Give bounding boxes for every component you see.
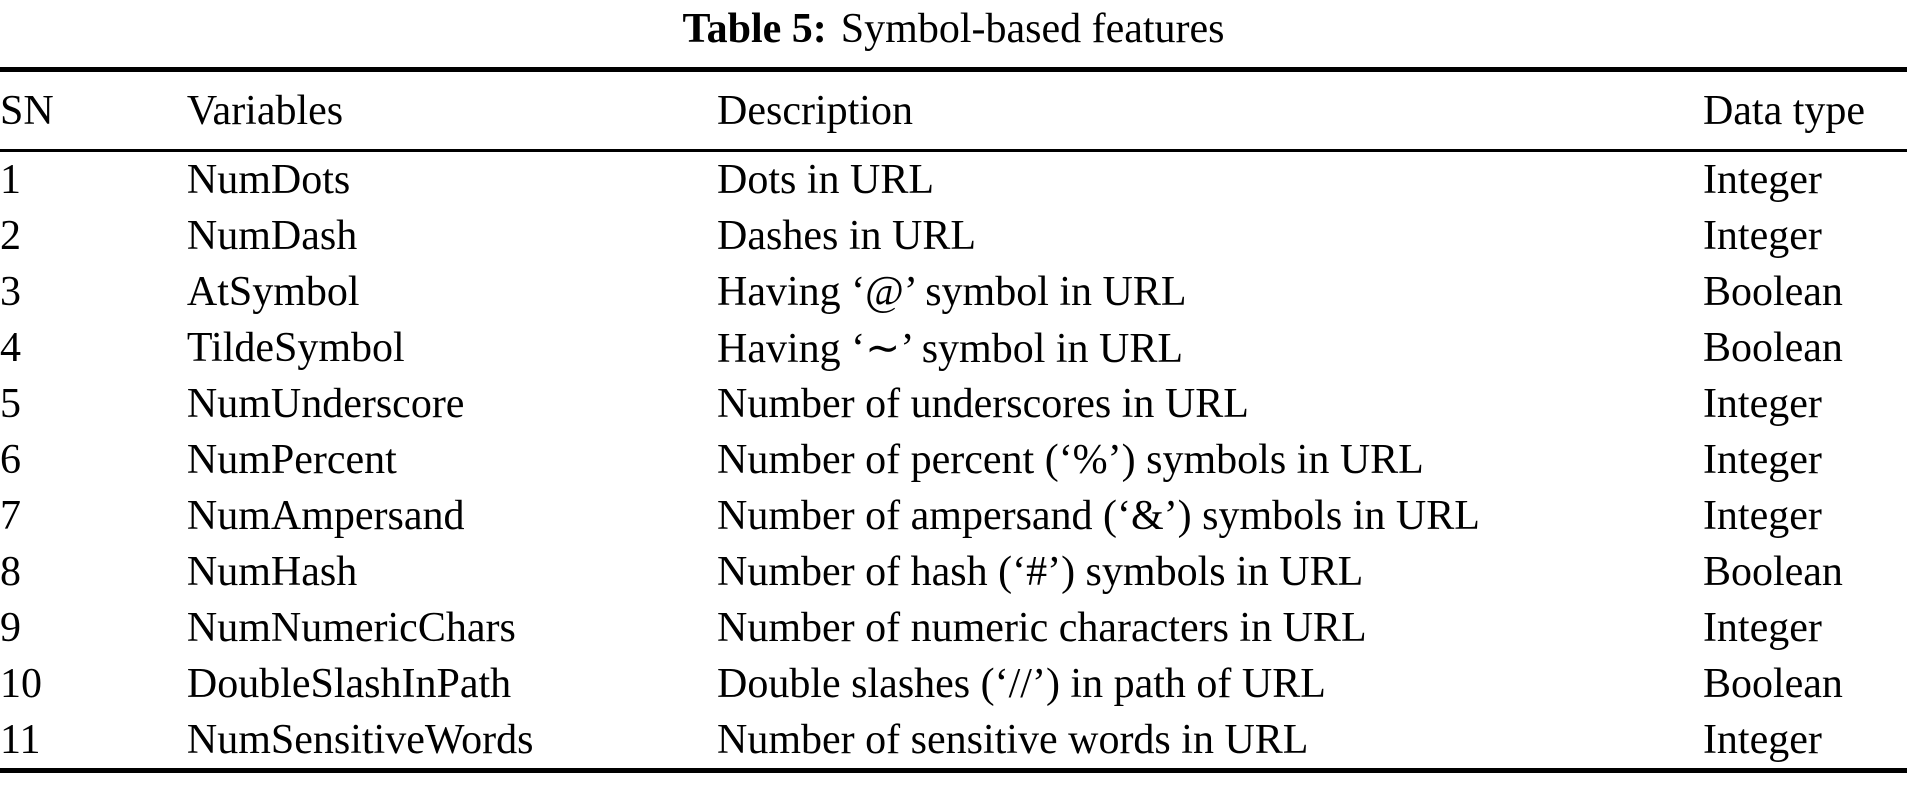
table-row: 1 NumDots Dots in URL Integer bbox=[0, 151, 1907, 209]
cell-variable: NumNumericChars bbox=[186, 605, 516, 651]
cell-sn: 8 bbox=[0, 549, 21, 595]
cell-description: Dashes in URL bbox=[717, 213, 976, 259]
cell-description: Number of underscores in URL bbox=[717, 381, 1249, 427]
table-row: 10 DoubleSlashInPath Double slashes (‘//… bbox=[0, 656, 1907, 712]
cell-description: Number of hash (‘#’) symbols in URL bbox=[717, 549, 1364, 595]
cell-description: Dots in URL bbox=[717, 157, 935, 203]
table-row: 2 NumDash Dashes in URL Integer bbox=[0, 208, 1907, 264]
cell-sn: 11 bbox=[0, 717, 41, 763]
table-row: 9 NumNumericChars Number of numeric char… bbox=[0, 600, 1907, 656]
cell-datatype: Integer bbox=[1702, 437, 1822, 483]
cell-sn: 9 bbox=[0, 605, 21, 651]
table-caption-label: Table 5: bbox=[682, 6, 827, 52]
cell-datatype: Boolean bbox=[1702, 549, 1843, 595]
cell-variable: TildeSymbol bbox=[186, 325, 405, 371]
cell-variable: NumPercent bbox=[186, 437, 397, 483]
table-header-row: SN Variables Description Data type bbox=[0, 69, 1907, 152]
table-caption: Table 5: Symbol-based features bbox=[0, 0, 1907, 64]
table-caption-title: Symbol-based features bbox=[840, 6, 1225, 52]
cell-sn: 2 bbox=[0, 213, 21, 259]
cell-description: Number of sensitive words in URL bbox=[717, 717, 1309, 763]
cell-datatype: Integer bbox=[1702, 157, 1822, 203]
cell-sn: 5 bbox=[0, 381, 21, 427]
cell-sn: 1 bbox=[0, 157, 21, 203]
cell-variable: NumHash bbox=[186, 549, 358, 595]
column-header-description: Description bbox=[717, 69, 1703, 152]
cell-datatype: Integer bbox=[1702, 605, 1822, 651]
table-body: 1 NumDots Dots in URL Integer 2 NumDash … bbox=[0, 151, 1907, 771]
cell-datatype: Integer bbox=[1702, 213, 1822, 259]
cell-variable: NumAmpersand bbox=[186, 493, 465, 539]
table-row: 4 TildeSymbol Having ‘∼’ symbol in URL B… bbox=[0, 320, 1907, 376]
cell-datatype: Integer bbox=[1702, 381, 1822, 427]
cell-sn: 10 bbox=[0, 661, 42, 707]
cell-variable: NumUnderscore bbox=[186, 381, 465, 427]
cell-datatype: Integer bbox=[1702, 717, 1822, 763]
table-row: 6 NumPercent Number of percent (‘%’) sym… bbox=[0, 432, 1907, 488]
cell-description: Double slashes (‘//’) in path of URL bbox=[717, 661, 1326, 707]
column-header-sn: SN bbox=[0, 69, 187, 152]
cell-datatype: Boolean bbox=[1702, 325, 1843, 371]
table-row: 5 NumUnderscore Number of underscores in… bbox=[0, 376, 1907, 432]
column-header-variables: Variables bbox=[186, 69, 718, 152]
cell-variable: AtSymbol bbox=[186, 269, 360, 315]
table-row: 8 NumHash Number of hash (‘#’) symbols i… bbox=[0, 544, 1907, 600]
cell-sn: 7 bbox=[0, 493, 21, 539]
cell-sn: 3 bbox=[0, 269, 21, 315]
cell-datatype: Boolean bbox=[1702, 269, 1843, 315]
cell-datatype: Boolean bbox=[1702, 661, 1843, 707]
cell-description: Number of ampersand (‘&’) symbols in URL bbox=[717, 493, 1480, 539]
cell-variable: DoubleSlashInPath bbox=[186, 661, 512, 707]
cell-description: Number of numeric characters in URL bbox=[717, 605, 1367, 651]
table-row: 7 NumAmpersand Number of ampersand (‘&’)… bbox=[0, 488, 1907, 544]
cell-description: Number of percent (‘%’) symbols in URL bbox=[717, 437, 1424, 483]
cell-variable: NumSensitiveWords bbox=[186, 717, 534, 763]
cell-variable: NumDash bbox=[186, 213, 358, 259]
table-row: 3 AtSymbol Having ‘@’ symbol in URL Bool… bbox=[0, 264, 1907, 320]
cell-variable: NumDots bbox=[186, 157, 351, 203]
cell-description: Having ‘∼’ symbol in URL bbox=[717, 326, 1184, 372]
table-row: 11 NumSensitiveWords Number of sensitive… bbox=[0, 712, 1907, 771]
table-header: SN Variables Description Data type bbox=[0, 69, 1907, 152]
cell-sn: 4 bbox=[0, 325, 21, 371]
symbol-features-table: SN Variables Description Data type 1 Num… bbox=[0, 67, 1907, 773]
cell-description: Having ‘@’ symbol in URL bbox=[717, 269, 1187, 315]
cell-datatype: Integer bbox=[1702, 493, 1822, 539]
cell-sn: 6 bbox=[0, 437, 21, 483]
column-header-datatype: Data type bbox=[1702, 69, 1907, 152]
